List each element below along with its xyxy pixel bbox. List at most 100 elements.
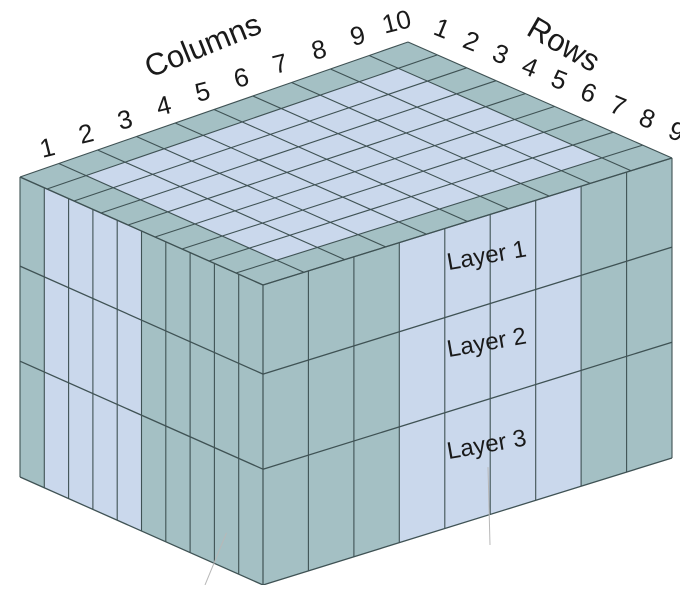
row-number: 8 [635,102,660,135]
top-cell [289,222,358,248]
top-cell [474,119,544,146]
top-cell [445,106,515,133]
row-number: 4 [518,50,543,83]
top-cell [309,107,378,134]
right-face-cell [444,398,491,529]
top-grid-line [100,80,497,214]
top-cell [101,199,168,225]
column-number: 8 [308,33,329,66]
top-cell [417,93,486,120]
top-cell [125,148,192,175]
top-cell [503,132,573,158]
top-cell [406,119,475,146]
column-number: 9 [347,19,368,52]
left-face-cell [165,241,191,342]
left-face-cell [238,274,263,375]
left-face-cell [44,187,69,288]
top-grid-line [235,144,643,274]
top-cell [249,235,318,261]
left-face-cell [165,426,191,553]
top-cell [234,197,303,224]
top-cell [358,221,427,247]
top-grid-line [97,149,346,261]
left-face-cell [44,276,69,383]
top-grid-line [46,54,438,190]
right-face-cell [535,275,582,385]
left-face-cell [190,341,215,448]
top-cell [398,209,468,235]
top-cell [113,174,180,200]
top-cell [262,210,331,236]
top-cell [47,175,114,201]
layer-line [19,176,264,286]
top-cell [281,95,349,122]
right-face-cell [626,247,672,357]
left-face-cell [117,404,142,531]
top-cell [222,223,290,249]
right-face-cell [308,441,354,571]
top-cell [369,42,438,69]
right-face-cell [444,303,491,413]
layer-line [262,157,673,286]
top-grid-line [127,93,526,226]
top-grid-line [368,54,632,172]
pointer-line [204,532,227,586]
left-face-cell [214,447,239,575]
top-grid-line [330,68,591,184]
top-cell [86,162,153,188]
layer-line [262,457,673,586]
top-cell [394,145,464,172]
column-number: 10 [379,3,414,39]
top-grid-line [213,108,468,223]
right-face-cell [399,412,445,543]
row-number: 6 [576,76,601,109]
right-face-cell [626,158,672,262]
column-number: 7 [269,47,290,80]
column-number: 6 [231,61,252,94]
row-number: 2 [459,24,484,57]
top-grid-line [154,105,555,238]
top-grid-line [19,41,409,178]
left-face-cell [68,287,93,394]
top-cell [298,133,367,160]
top-cell [561,157,632,184]
pointer-lines [204,467,491,586]
top-cell [195,210,263,236]
top-cell [423,158,492,184]
layer-line [19,476,264,586]
top-cell [572,132,643,158]
top-cell [175,109,243,136]
top-cell [74,187,141,213]
right-face-cell [490,289,536,399]
top-cell [20,163,86,189]
top-cell [252,82,321,109]
top-cell [514,106,584,133]
top-cell [330,209,399,235]
top-cell [242,108,310,135]
pointer-line [487,467,491,546]
column-number: 2 [75,117,96,150]
row-number: 1 [430,11,455,44]
top-cell [383,171,452,197]
left-face-cell [20,361,45,488]
left-face-cell [165,330,191,437]
top-cell [520,170,591,197]
right-face-cell [263,360,309,470]
right-face-cell [353,426,400,557]
top-cell [388,81,457,108]
top-grid-line [291,81,550,197]
top-cell [191,147,259,174]
top-cell [58,150,126,176]
left-face-cell [141,415,166,542]
top-cell [164,135,232,161]
row-number: 5 [547,63,572,96]
top-cell [427,67,496,94]
top-grid-line [252,95,509,210]
row-number: 7 [606,89,631,122]
left-face-cell [238,363,263,470]
top-cell [348,94,417,121]
top-cell [326,146,395,172]
left-face-cell [117,220,142,321]
